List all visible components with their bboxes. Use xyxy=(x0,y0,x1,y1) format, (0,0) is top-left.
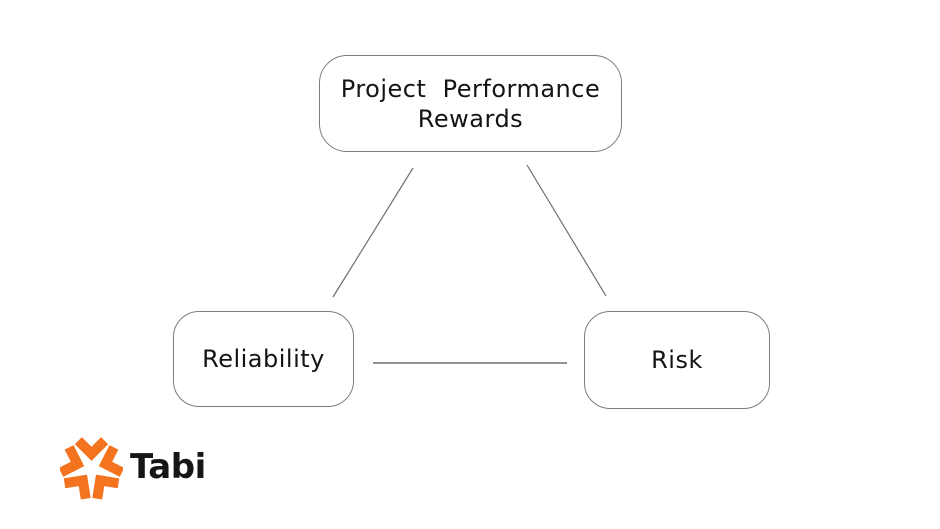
node-project-performance-rewards: Project Performance Rewards xyxy=(319,55,622,152)
logo-wordmark: Tabi xyxy=(130,446,206,487)
tabi-logo: Tabi xyxy=(60,437,206,500)
edge-rewards-reliability xyxy=(332,167,414,298)
node-project-performance-rewards-label-line2: Rewards xyxy=(417,104,524,133)
chevron-star-icon xyxy=(60,437,123,500)
node-reliability: Reliability xyxy=(173,311,354,407)
node-risk-label: Risk xyxy=(651,346,703,374)
edge-rewards-risk xyxy=(526,164,607,297)
node-risk: Risk xyxy=(584,311,770,409)
node-reliability-label: Reliability xyxy=(202,345,325,373)
node-project-performance-rewards-label-line1: Project Performance xyxy=(340,74,601,103)
